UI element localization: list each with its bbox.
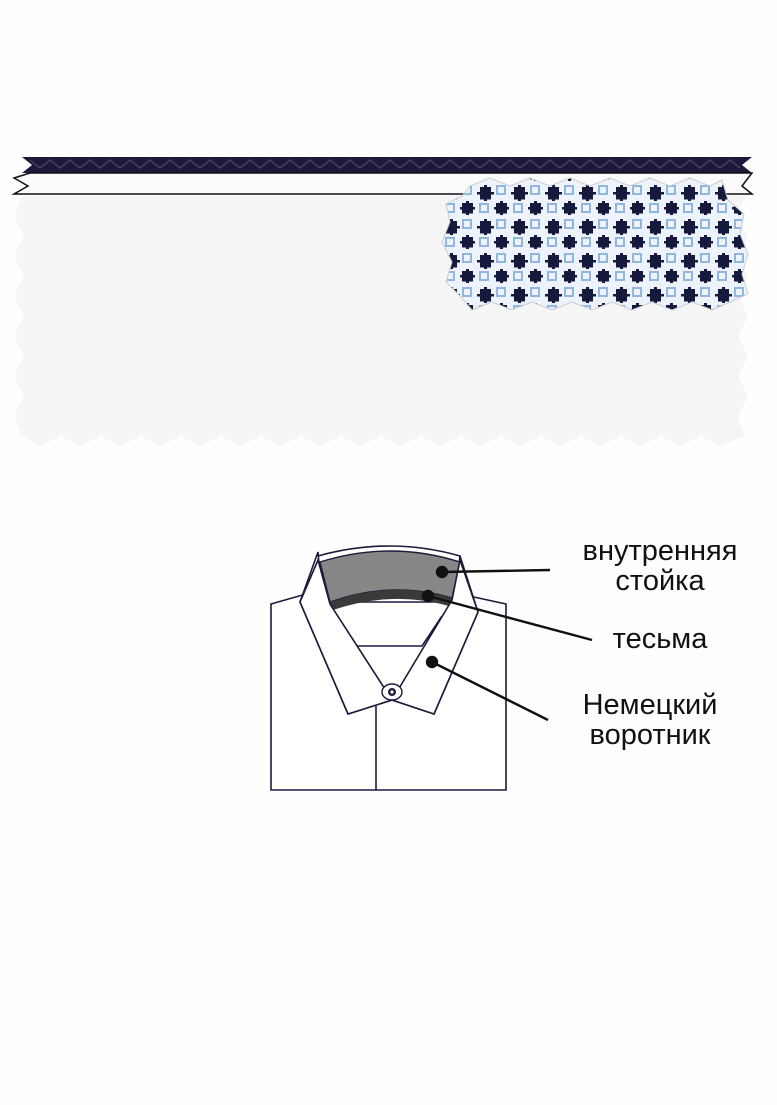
collar-button	[381, 683, 403, 701]
label-inner-stand-line1: внутренняя	[582, 535, 738, 567]
leader-german-collar	[431, 660, 549, 722]
leader-inner-stand	[441, 568, 551, 574]
patterned-fabric-swatch	[441, 177, 749, 311]
label-german-collar-line2: воротник	[589, 719, 711, 751]
marker-inner-stand	[435, 565, 449, 579]
label-tape-text: тесьма	[612, 623, 708, 655]
label-german-collar: Немецкий воротник	[555, 690, 745, 750]
leader-tape	[427, 594, 593, 642]
label-tape: тесьма	[590, 624, 730, 654]
leader-lines	[421, 565, 593, 722]
collar-tape	[330, 589, 452, 610]
marker-german-collar	[425, 655, 439, 669]
label-german-collar-line1: Немецкий	[582, 689, 718, 721]
label-inner-stand-line2: стойка	[615, 565, 705, 597]
label-inner-stand: внутренняя стойка	[555, 536, 765, 596]
marker-tape	[421, 589, 435, 603]
